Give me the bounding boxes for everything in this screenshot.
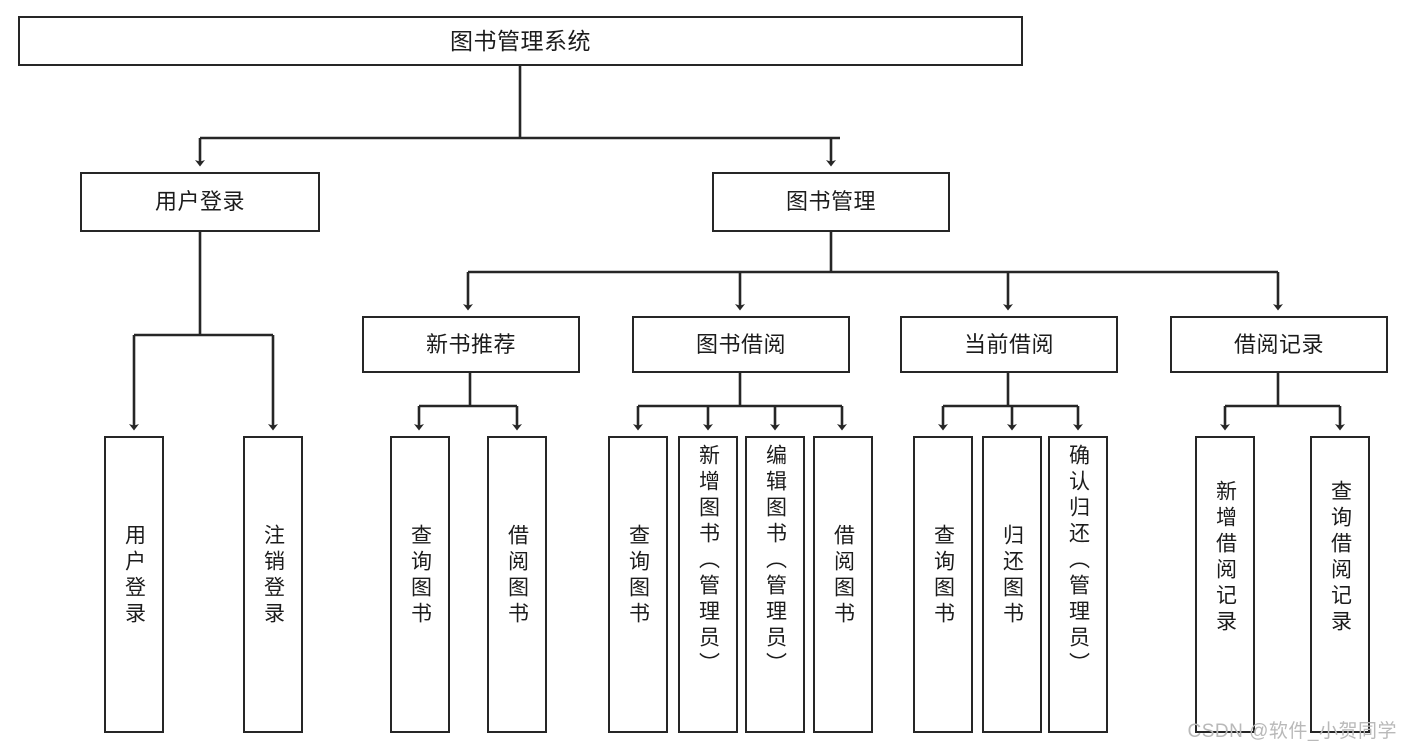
node-leaf-query-book-3[interactable]: 查询图书: [913, 436, 973, 733]
node-current-borrow[interactable]: 当前借阅: [900, 316, 1118, 373]
node-user-login-label: 用户登录: [154, 189, 245, 215]
node-current-borrow-label: 当前借阅: [963, 331, 1054, 357]
node-leaf-borrow-book-2-label: 借阅图书: [831, 524, 855, 628]
node-leaf-add-record-label: 新增借阅记录: [1213, 480, 1237, 636]
node-leaf-confirm-return[interactable]: 确认归还（管理员）: [1048, 436, 1108, 733]
node-leaf-confirm-return-label: 确认归还（管理员）: [1066, 444, 1090, 678]
node-leaf-logout[interactable]: 注销登录: [243, 436, 303, 733]
node-leaf-borrow-book-2[interactable]: 借阅图书: [813, 436, 873, 733]
node-leaf-user-login[interactable]: 用户登录: [104, 436, 164, 733]
node-user-login[interactable]: 用户登录: [80, 172, 320, 232]
node-leaf-query-record[interactable]: 查询借阅记录: [1310, 436, 1370, 733]
node-leaf-user-login-label: 用户登录: [122, 524, 146, 628]
node-leaf-logout-label: 注销登录: [261, 524, 285, 628]
node-book-borrow-label: 图书借阅: [695, 331, 786, 357]
node-borrow-record[interactable]: 借阅记录: [1170, 316, 1388, 373]
node-leaf-query-record-label: 查询借阅记录: [1328, 480, 1352, 636]
node-leaf-query-book-3-label: 查询图书: [931, 524, 955, 628]
node-leaf-edit-book[interactable]: 编辑图书（管理员）: [745, 436, 805, 733]
node-leaf-query-book-2-label: 查询图书: [626, 524, 650, 628]
node-leaf-add-book-label: 新增图书（管理员）: [696, 444, 720, 678]
node-borrow-record-label: 借阅记录: [1233, 331, 1324, 357]
node-leaf-query-book-2[interactable]: 查询图书: [608, 436, 668, 733]
node-leaf-borrow-book-1-label: 借阅图书: [505, 524, 529, 628]
node-leaf-return-book-label: 归还图书: [1000, 524, 1024, 628]
node-leaf-query-book-1[interactable]: 查询图书: [390, 436, 450, 733]
node-new-book-recommend-label: 新书推荐: [425, 331, 516, 357]
node-leaf-edit-book-label: 编辑图书（管理员）: [763, 444, 787, 678]
node-leaf-query-book-1-label: 查询图书: [408, 524, 432, 628]
node-root-label: 图书管理系统: [450, 27, 591, 54]
node-book-borrow[interactable]: 图书借阅: [632, 316, 850, 373]
node-leaf-add-record[interactable]: 新增借阅记录: [1195, 436, 1255, 733]
node-leaf-return-book[interactable]: 归还图书: [982, 436, 1042, 733]
node-book-manage-label: 图书管理: [785, 189, 876, 215]
node-book-manage[interactable]: 图书管理: [712, 172, 950, 232]
node-leaf-add-book[interactable]: 新增图书（管理员）: [678, 436, 738, 733]
node-root[interactable]: 图书管理系统: [18, 16, 1023, 66]
watermark: CSDN @软件_小贺同学: [1187, 721, 1397, 742]
node-new-book-recommend[interactable]: 新书推荐: [362, 316, 580, 373]
node-leaf-borrow-book-1[interactable]: 借阅图书: [487, 436, 547, 733]
